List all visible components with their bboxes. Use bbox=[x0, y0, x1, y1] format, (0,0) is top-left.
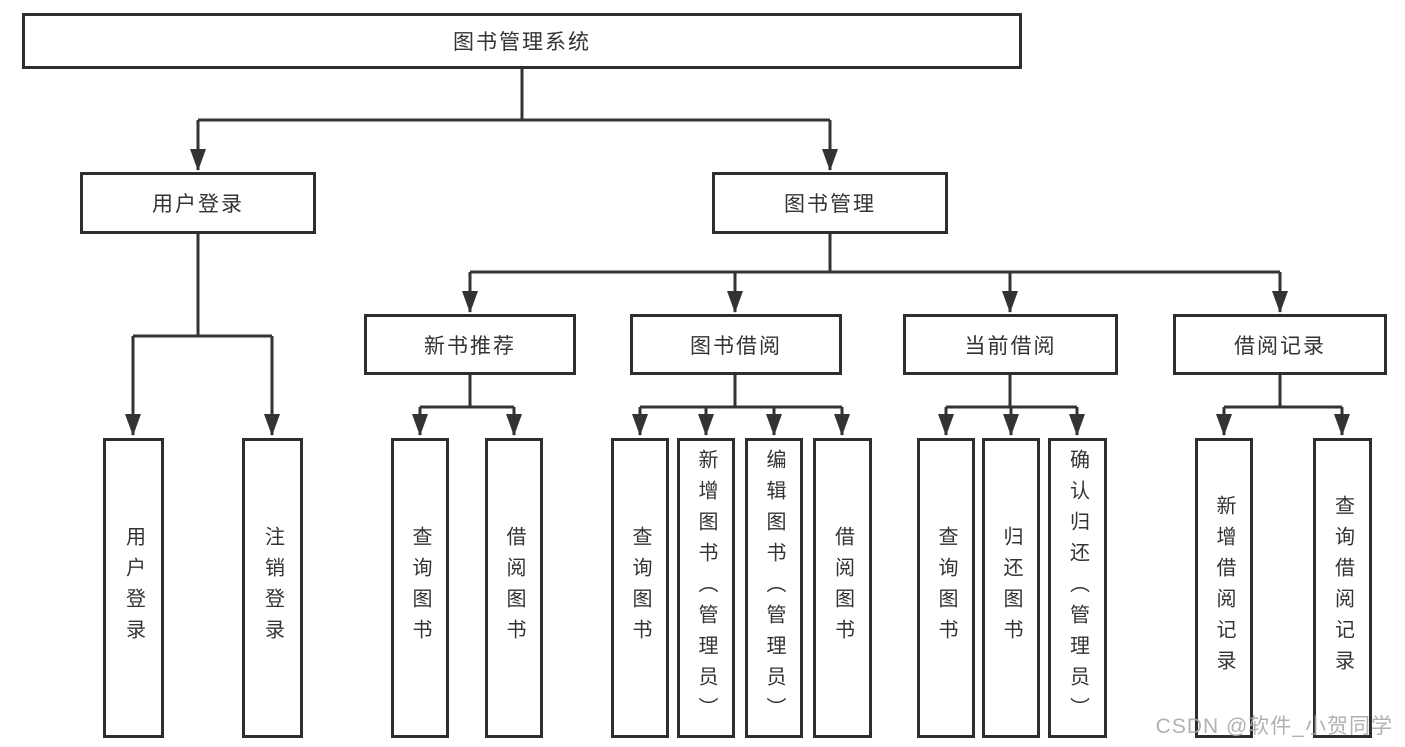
leaf-records-add-record: 新增借阅记录 bbox=[1195, 438, 1253, 738]
leaf-current-confirm-return-admin: 确认归还（管理员） bbox=[1048, 438, 1107, 738]
node-current-borrowing: 当前借阅 bbox=[903, 314, 1118, 375]
leaf-borrowing-add-books-admin: 新增图书（管理员） bbox=[677, 438, 735, 738]
node-book-management: 图书管理 bbox=[712, 172, 948, 234]
leaf-user-login: 用户登录 bbox=[103, 438, 164, 738]
connector-rails bbox=[133, 69, 1342, 409]
leaf-current-return-books: 归还图书 bbox=[982, 438, 1040, 738]
node-new-book-recommend: 新书推荐 bbox=[364, 314, 576, 375]
leaf-borrowing-borrow-books: 借阅图书 bbox=[813, 438, 872, 738]
node-user-login: 用户登录 bbox=[80, 172, 316, 234]
leaf-recommend-query-books: 查询图书 bbox=[391, 438, 449, 738]
watermark: CSDN @软件_小贺同学 bbox=[1155, 715, 1393, 738]
leaf-logout: 注销登录 bbox=[242, 438, 303, 738]
leaf-current-query-books: 查询图书 bbox=[917, 438, 975, 738]
leaf-records-query-record: 查询借阅记录 bbox=[1313, 438, 1372, 738]
leaf-recommend-borrow-books: 借阅图书 bbox=[485, 438, 543, 738]
leaf-borrowing-edit-books-admin: 编辑图书（管理员） bbox=[745, 438, 803, 738]
node-borrowing-records: 借阅记录 bbox=[1173, 314, 1387, 375]
node-book-borrowing: 图书借阅 bbox=[630, 314, 842, 375]
node-library-system: 图书管理系统 bbox=[22, 13, 1022, 69]
leaf-borrowing-query-books: 查询图书 bbox=[611, 438, 669, 738]
